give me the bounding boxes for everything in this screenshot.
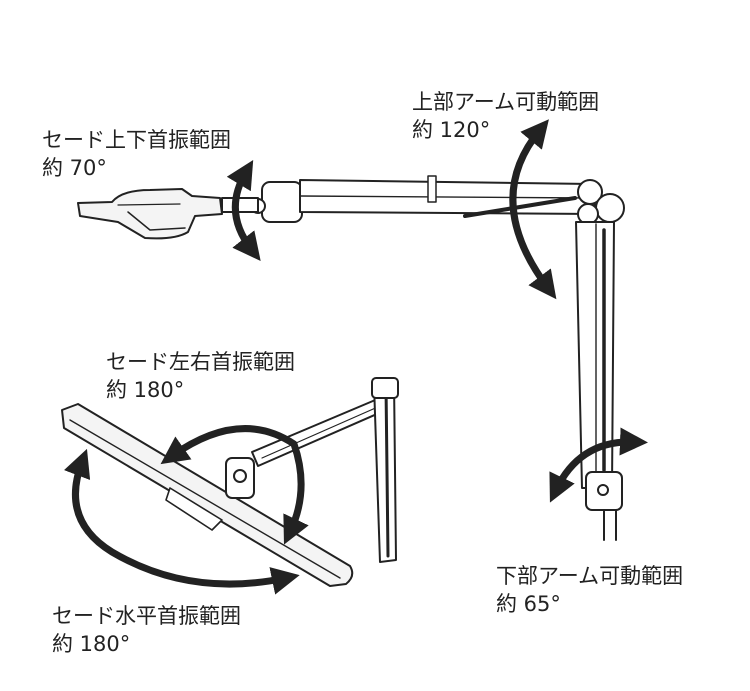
- label-shade-tilt: セード上下首振範囲 約 70°: [42, 126, 231, 182]
- label-lower-arm-value: 約 65°: [496, 592, 561, 616]
- label-lower-arm: 下部アーム可動範囲 約 65°: [496, 562, 683, 618]
- label-shade-swivel-lr-title: セード左右首振範囲: [106, 350, 295, 374]
- label-shade-swivel-h: セード水平首振範囲 約 180°: [52, 602, 241, 658]
- lower-arm-arrow: [549, 427, 648, 503]
- label-upper-arm: 上部アーム可動範囲 約 120°: [412, 88, 599, 144]
- label-upper-arm-value: 約 120°: [412, 118, 491, 142]
- label-lower-arm-title: 下部アーム可動範囲: [496, 564, 684, 588]
- label-shade-tilt-value: 約 70°: [42, 156, 107, 180]
- label-shade-swivel-h-value: 約 180°: [52, 632, 131, 656]
- label-upper-arm-title: 上部アーム可動範囲: [412, 90, 600, 114]
- upper-arm-arrow: [509, 119, 557, 300]
- label-shade-swivel-h-title: セード水平首振範囲: [52, 604, 241, 628]
- shade-joint: [261, 181, 303, 223]
- label-shade-swivel-lr: セード左右首振範囲 約 180°: [106, 348, 295, 404]
- label-shade-swivel-lr-value: 約 180°: [106, 378, 185, 402]
- shade-tilt-arrow: [226, 159, 261, 261]
- shade-head: [77, 188, 223, 240]
- label-shade-tilt-title: セード上下首振範囲: [42, 128, 231, 152]
- shade-swivel-h-arrow: [63, 448, 300, 595]
